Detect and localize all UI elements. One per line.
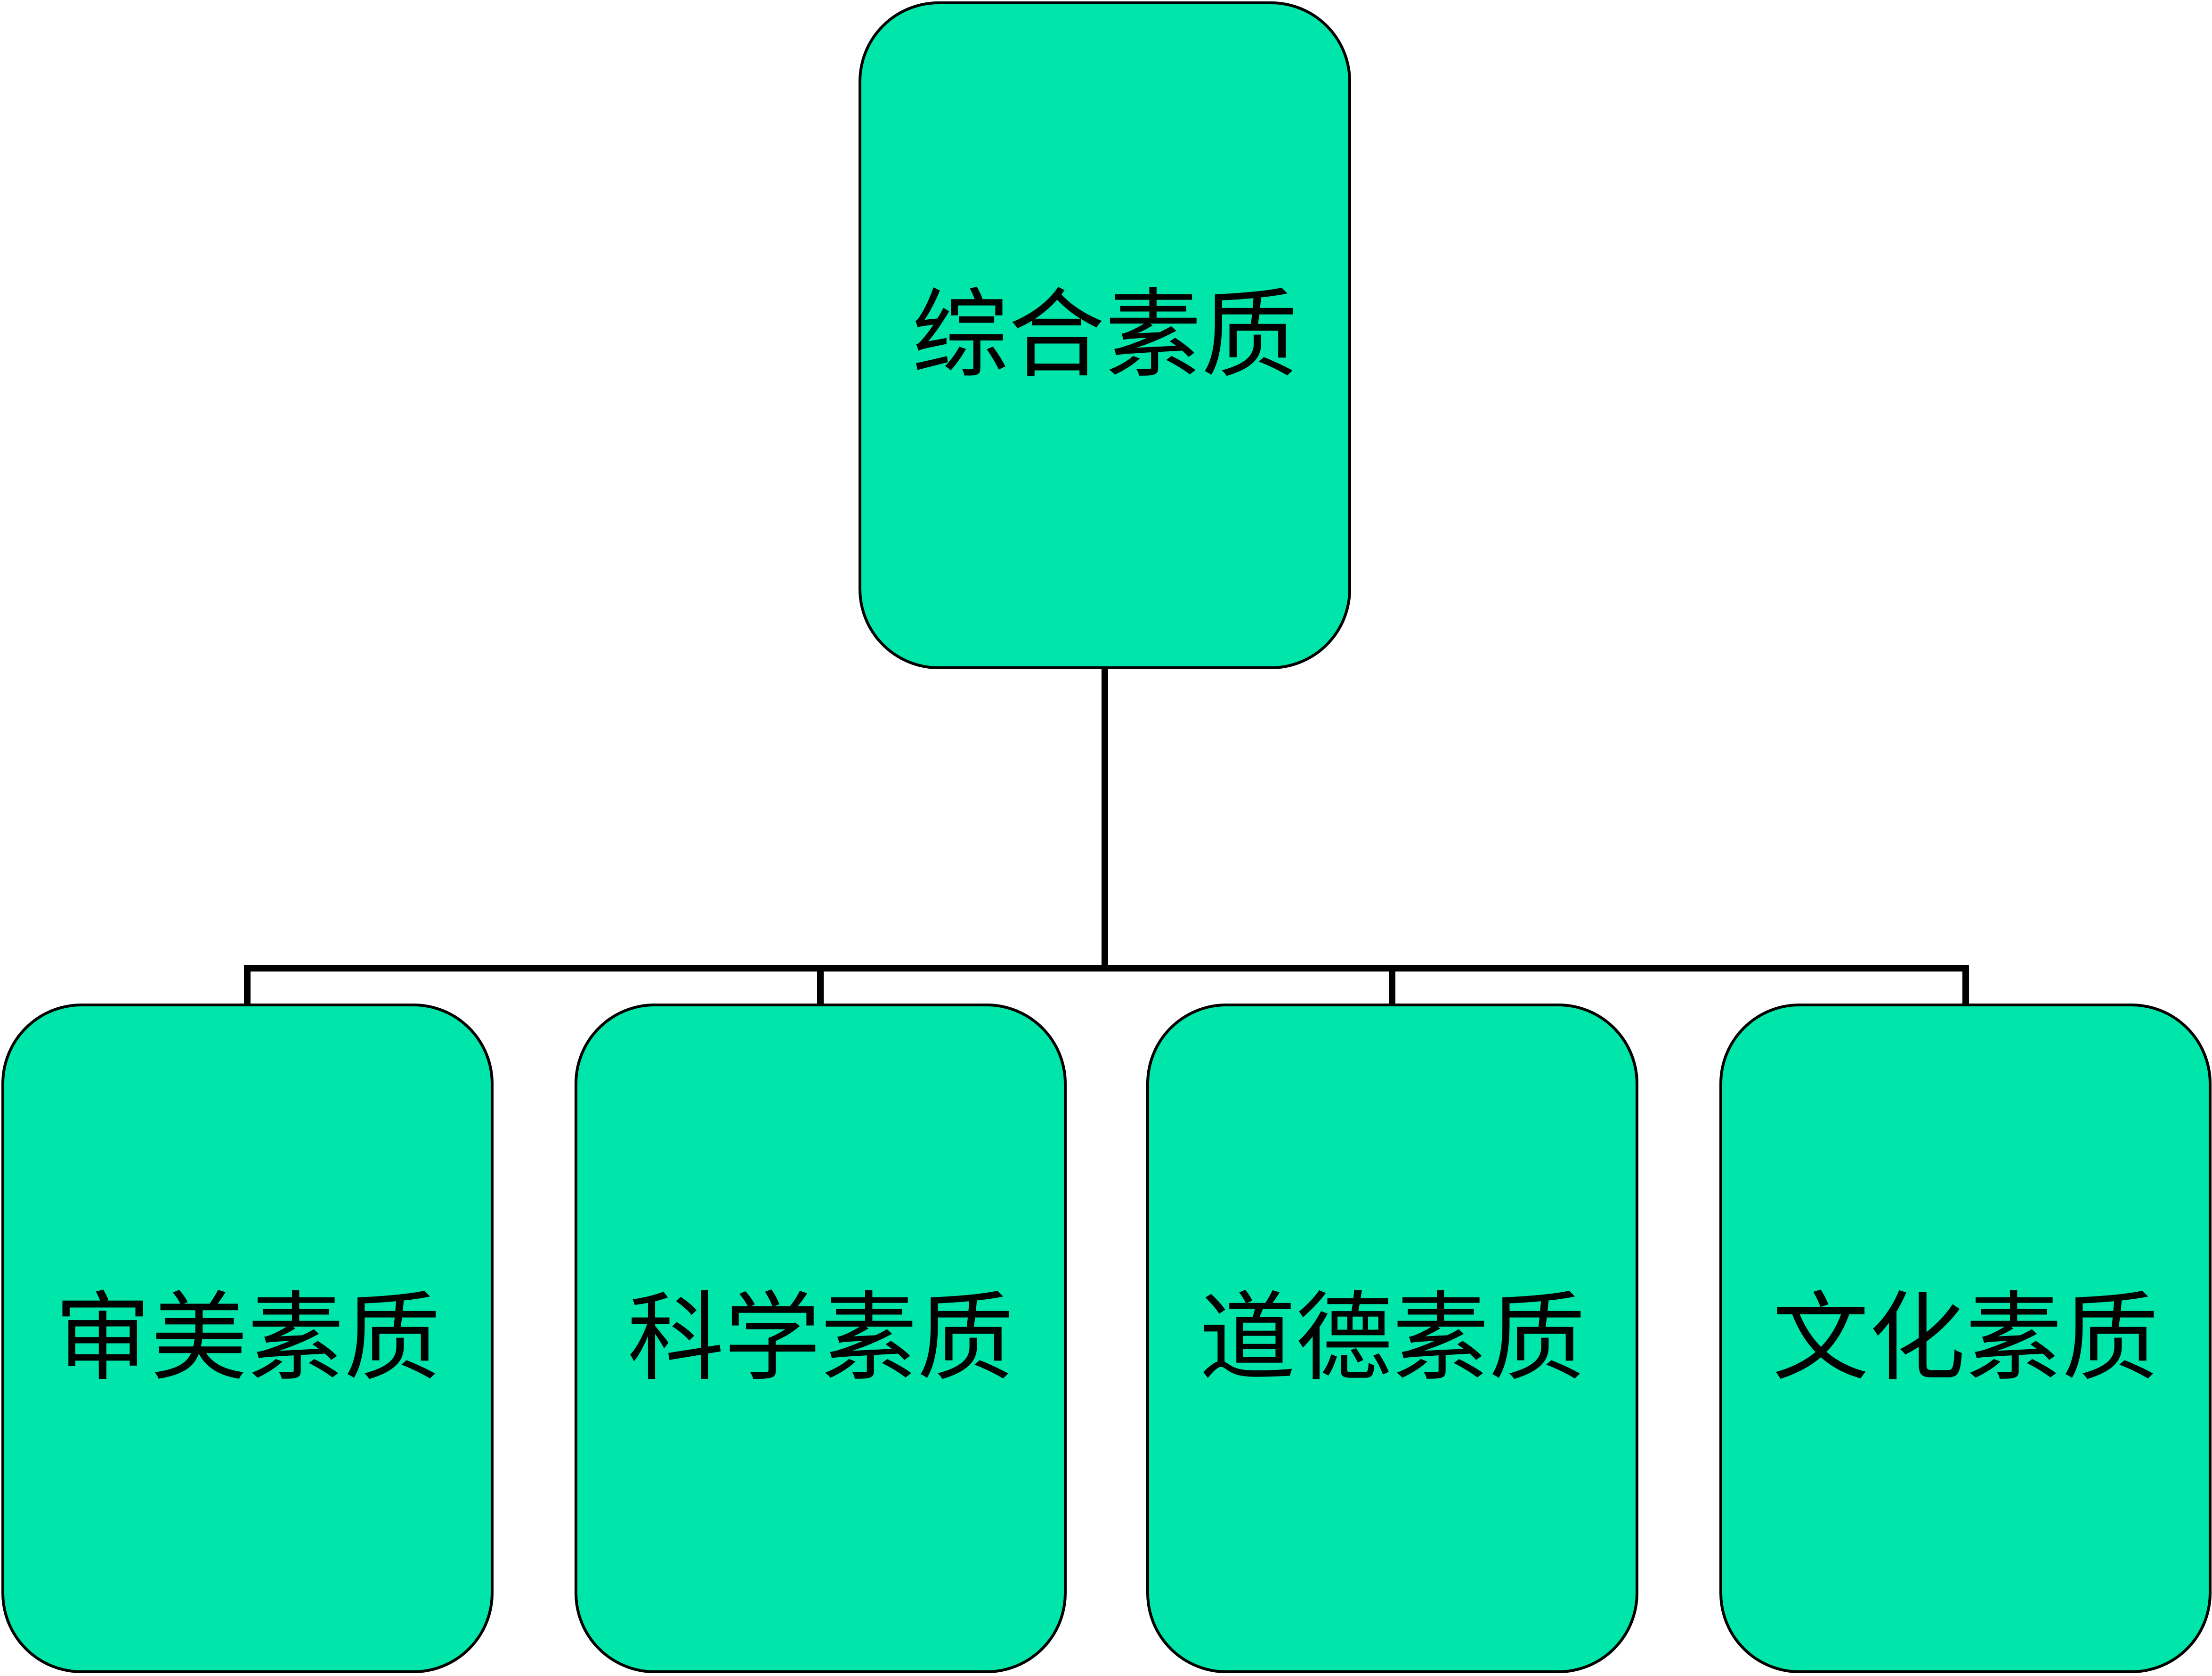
root-node: 综合素质 [859, 1, 1351, 669]
child-node-aesthetic: 审美素质 [1, 1004, 494, 1673]
root-node-label: 综合素质 [912, 279, 1298, 391]
child-node-label: 科学素质 [627, 1282, 1014, 1394]
child-node-label: 文化素质 [1772, 1282, 2159, 1394]
child-node-culture: 文化素质 [1719, 1004, 2212, 1673]
child-node-label: 审美素质 [54, 1282, 441, 1394]
child-node-label: 道德素质 [1199, 1282, 1586, 1394]
child-node-science: 科学素质 [575, 1004, 1067, 1673]
child-node-morality: 道德素质 [1146, 1004, 1638, 1673]
